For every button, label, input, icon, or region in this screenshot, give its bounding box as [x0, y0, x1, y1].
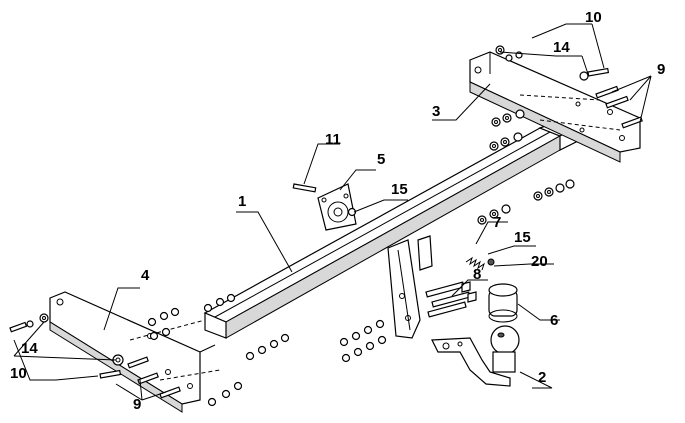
centre-mounting-plate: [387, 235, 433, 339]
right-bracket: [469, 51, 641, 163]
label-part-10-bottom: 10: [10, 365, 27, 382]
label-part-10-top: 10: [585, 9, 602, 26]
left-bracket: [49, 291, 221, 413]
ball-neck: [431, 325, 520, 387]
label-part-4: 4: [141, 267, 150, 284]
label-part-9-bottom: 9: [133, 396, 142, 413]
spring: [465, 256, 495, 271]
label-part-7: 7: [493, 214, 502, 231]
ball-cover-cap: [488, 283, 518, 323]
socket-plate: [317, 183, 357, 231]
leader-lines: [13, 23, 652, 401]
label-part-3: 3: [432, 103, 441, 120]
label-part-9-top: 9: [657, 61, 666, 78]
label-part-15-lower: 15: [514, 229, 531, 246]
label-part-2: 2: [538, 369, 547, 386]
label-part-1: 1: [238, 193, 247, 210]
label-part-14-top: 14: [553, 39, 570, 56]
label-part-8: 8: [473, 266, 482, 283]
label-part-14-bottom: 14: [21, 340, 38, 357]
label-part-15-upper: 15: [391, 181, 408, 198]
bolts-set: [425, 281, 477, 318]
main-crossbar: [203, 117, 582, 339]
label-part-6: 6: [550, 312, 559, 329]
label-part-20: 20: [531, 253, 548, 270]
label-part-5: 5: [377, 151, 386, 168]
fastener-washers-nuts-left: [9, 183, 387, 407]
label-part-11: 11: [325, 131, 341, 148]
